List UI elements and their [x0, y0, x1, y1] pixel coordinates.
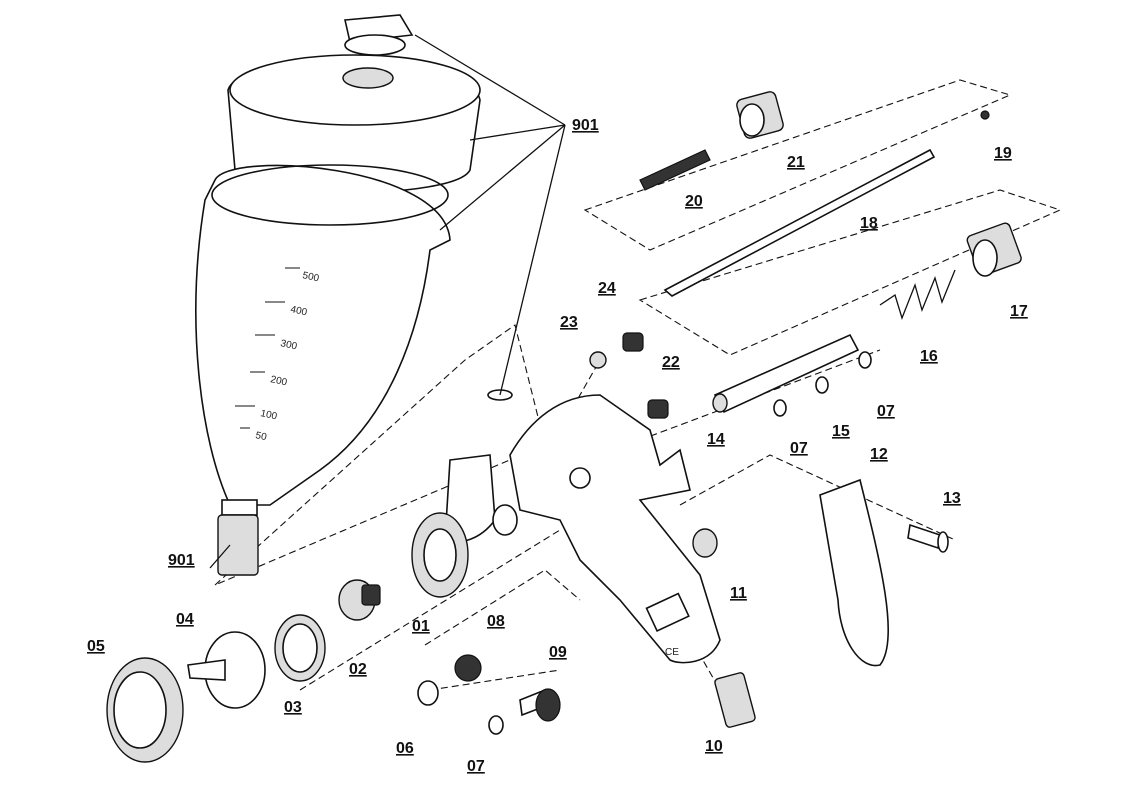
label-05: 05	[87, 638, 105, 655]
nozzle-02	[338, 579, 381, 621]
leader-line	[469, 124, 566, 141]
air-fitting-10	[714, 672, 756, 728]
retaining-ring-05	[106, 657, 184, 763]
cup-scale: 500 400 300 200 100 50	[235, 267, 320, 443]
label-10: 10	[705, 738, 723, 755]
label-01: 01	[412, 618, 430, 635]
o-rings	[487, 351, 872, 417]
ce-mark: CE	[665, 647, 679, 658]
label-12: 12	[870, 446, 888, 463]
needle-nut-21	[736, 91, 784, 139]
label-19: 19	[994, 145, 1012, 162]
cap-11	[692, 528, 718, 558]
svg-text:400: 400	[289, 304, 308, 318]
valve-stem-14	[712, 333, 860, 414]
trigger-12	[819, 478, 890, 667]
label-03: 03	[284, 699, 302, 716]
leader-line	[209, 544, 231, 569]
label-14: 14	[707, 431, 725, 448]
svg-text:100: 100	[259, 408, 278, 422]
label-16: 16	[920, 348, 938, 365]
spring-16	[879, 269, 956, 320]
seal-ring-03	[274, 614, 326, 682]
label-07: 07	[877, 403, 895, 420]
washer-06	[417, 680, 439, 706]
cup-lid	[227, 54, 481, 194]
nut-24	[622, 332, 644, 352]
washer-07	[488, 715, 504, 735]
label-20: 20	[685, 193, 703, 210]
label-15: 15	[832, 423, 850, 440]
leader-line	[499, 124, 566, 396]
label-21: 21	[787, 154, 805, 171]
label-06: 06	[396, 740, 414, 757]
label-07: 07	[467, 758, 485, 775]
nut-08	[454, 654, 482, 682]
nut-22	[647, 399, 669, 419]
label-07: 07	[790, 440, 808, 457]
cup-cap	[344, 14, 414, 56]
label-13: 13	[943, 490, 961, 507]
pin-13	[907, 523, 949, 553]
paint-cup	[195, 164, 451, 576]
needle-spring-20	[639, 149, 711, 191]
valve-09	[519, 688, 561, 722]
part-labels: 901 901 21 20 19 18 17 16 24 23 22 07 15…	[87, 117, 1028, 775]
svg-text:50: 50	[254, 430, 268, 443]
cup-connector-outline	[214, 324, 546, 586]
label-08: 08	[487, 613, 505, 630]
leader-dash	[639, 349, 881, 441]
needle-18	[663, 148, 936, 297]
gun-body: CE	[411, 394, 721, 664]
fitting-17	[966, 222, 1022, 277]
washer-23	[589, 351, 607, 369]
leader-line	[439, 124, 566, 231]
label-901-top: 901	[572, 117, 599, 134]
leader-dash	[429, 669, 561, 691]
label-17: 17	[1010, 303, 1028, 320]
leader-dash	[299, 529, 561, 691]
leader-dash	[679, 454, 956, 541]
svg-text:200: 200	[269, 374, 288, 388]
label-11: 11	[730, 585, 747, 602]
label-901-bottom: 901	[168, 552, 195, 569]
leader-dash	[424, 569, 581, 646]
svg-text:500: 500	[301, 270, 320, 284]
label-23: 23	[560, 314, 578, 331]
label-04: 04	[176, 611, 194, 628]
label-18: 18	[860, 215, 878, 232]
label-09: 09	[549, 644, 567, 661]
screw-19	[980, 110, 990, 120]
needle-group-outline	[583, 79, 1012, 251]
label-24: 24	[598, 280, 616, 297]
label-22: 22	[662, 354, 680, 371]
svg-text:300: 300	[279, 338, 298, 352]
label-02: 02	[349, 661, 367, 678]
air-cap-04	[187, 631, 266, 709]
leader-line	[414, 34, 566, 126]
